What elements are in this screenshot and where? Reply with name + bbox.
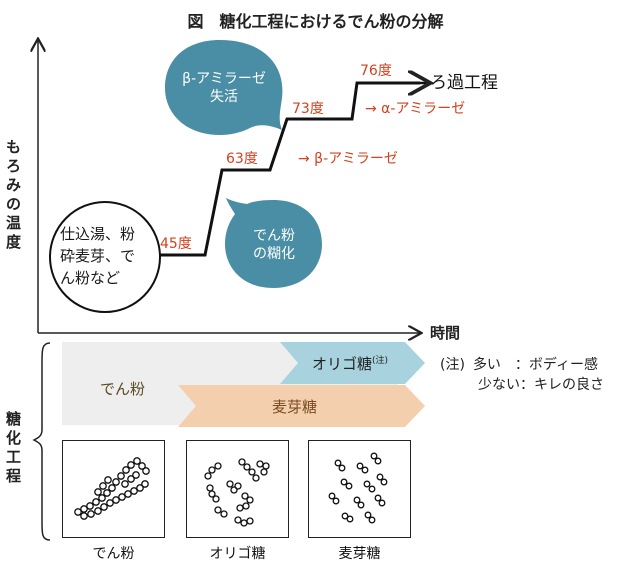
beta-amylase-label: → β-アミラーゼ (298, 151, 398, 167)
beta-inactive-text: β-アミラーゼ 失活 (170, 70, 278, 106)
start-line-2: 砕麦芽、で (60, 247, 136, 265)
note-line-1: 多い ：ボディー感 (472, 357, 598, 373)
temp-73: 73度 (292, 101, 324, 117)
oligo-band-text: オリゴ糖 (312, 355, 373, 373)
note-line-2: 少ない：キレの良さ (478, 377, 604, 393)
gelatinize-line-1: でん粉 (253, 228, 295, 244)
figure-title: 図 糖化工程におけるでん粉の分解 (187, 12, 444, 31)
starch-band-label: でん粉 (100, 380, 146, 398)
y-axis-label: もろみの温度 (6, 138, 22, 251)
gelatinize-line-2: の糊化 (253, 246, 295, 262)
maltose-box (308, 440, 411, 538)
beta-inactive-line-1: β-アミラーゼ (182, 71, 266, 87)
oligo-band (280, 342, 425, 384)
temp-76: 76度 (360, 63, 392, 79)
temperature-profile-line (155, 81, 420, 257)
maltose-band (178, 385, 425, 427)
alpha-amylase-label: → α-アミラーゼ (365, 101, 466, 117)
start-circle (49, 201, 161, 313)
temp-45: 45度 (160, 236, 192, 252)
start-line-1: 仕込湯、粉 (60, 225, 136, 243)
caption-starch: でん粉 (92, 546, 135, 562)
starch-box (62, 440, 165, 538)
x-axis-label: 時間 (430, 324, 461, 342)
filtration-label: ろ過工程 (430, 73, 498, 93)
oligo-band-label: オリゴ糖(注) (312, 353, 388, 374)
start-line-3: ん粉など (60, 269, 121, 287)
start-ingredients-text: 仕込湯、粉 砕麦芽、で ん粉など (60, 223, 160, 289)
temp-63: 63度 (226, 151, 258, 167)
beta-inactive-line-2: 失活 (210, 89, 238, 105)
oligo-note-mark: (注) (372, 356, 389, 366)
note-block: (注) 多い ：ボディー感 少ない：キレの良さ (440, 355, 604, 395)
note-mark: (注) (440, 357, 465, 373)
beta-inactive-bubble (165, 40, 283, 135)
maltose-band-label: 麦芽糖 (272, 398, 318, 416)
process-bracket (32, 342, 51, 541)
process-label: 糖化工程 (6, 410, 22, 485)
gelatinize-text: でん粉 の糊化 (230, 227, 318, 263)
gelatinize-bubble (225, 198, 322, 288)
caption-maltose: 麦芽糖 (338, 546, 381, 562)
caption-oligo: オリゴ糖 (209, 546, 266, 562)
oligo-box (186, 440, 289, 538)
